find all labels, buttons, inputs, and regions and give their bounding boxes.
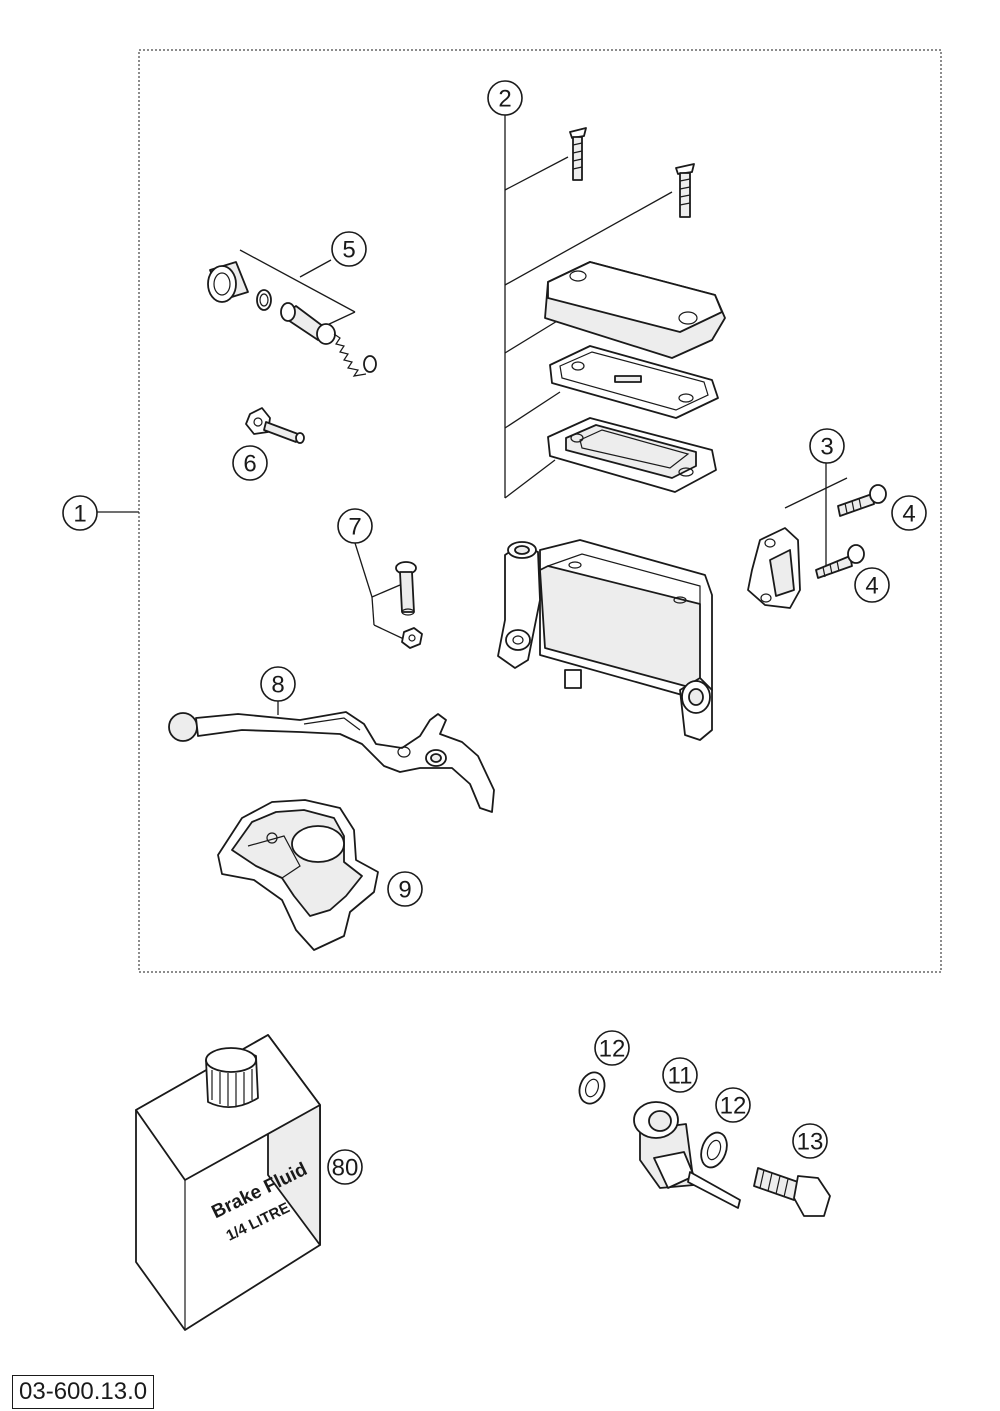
cover-screw-1 bbox=[569, 127, 587, 181]
adjuster-screw bbox=[245, 407, 305, 444]
callout-4-upper: 4 bbox=[891, 495, 927, 531]
assembly-frame bbox=[138, 49, 942, 973]
svg-text:11: 11 bbox=[668, 1063, 693, 1090]
callout-80: 80 bbox=[327, 1149, 363, 1185]
svg-text:4: 4 bbox=[865, 573, 878, 600]
drawing-code: 03-600.13.0 bbox=[12, 1375, 155, 1409]
callout-7: 7 bbox=[337, 508, 373, 544]
handlebar-clamp bbox=[747, 527, 801, 609]
callout-2: 2 bbox=[487, 80, 523, 116]
svg-text:5: 5 bbox=[342, 237, 355, 264]
callout-11: 11 bbox=[662, 1057, 698, 1093]
callout-12-left: 12 bbox=[594, 1030, 630, 1066]
callout-4-lower: 4 bbox=[854, 567, 890, 603]
callout-9: 9 bbox=[387, 871, 423, 907]
svg-text:9: 9 bbox=[398, 877, 411, 904]
svg-text:13: 13 bbox=[797, 1129, 824, 1156]
svg-text:2: 2 bbox=[498, 86, 511, 113]
reservoir-cover bbox=[544, 261, 726, 359]
brake-fluid-bottle: Brake Fluid 1/4 LITRE bbox=[135, 1034, 321, 1331]
master-cylinder-body bbox=[497, 539, 713, 741]
callout-13: 13 bbox=[792, 1123, 828, 1159]
brake-lever bbox=[168, 711, 495, 813]
svg-text:12: 12 bbox=[720, 1093, 747, 1120]
clamp-bolt-upper bbox=[837, 484, 887, 517]
copper-washer-left bbox=[578, 1071, 606, 1105]
pivot-nut bbox=[401, 627, 423, 649]
cover-screw-2 bbox=[675, 163, 695, 218]
rubber-gasket bbox=[547, 417, 717, 493]
svg-text:3: 3 bbox=[820, 434, 833, 461]
svg-text:1: 1 bbox=[73, 501, 86, 528]
svg-text:4: 4 bbox=[902, 501, 915, 528]
copper-washer-right bbox=[700, 1131, 728, 1169]
piston-kit bbox=[207, 261, 377, 377]
lever-boot bbox=[217, 799, 379, 951]
callout-3: 3 bbox=[809, 428, 845, 464]
clamp-bolt-lower bbox=[815, 544, 865, 579]
callout-5: 5 bbox=[331, 231, 367, 267]
svg-text:7: 7 bbox=[348, 514, 361, 541]
svg-text:8: 8 bbox=[271, 672, 284, 699]
callout-6: 6 bbox=[232, 445, 268, 481]
callout-1: 1 bbox=[62, 495, 98, 531]
leader-lines bbox=[97, 115, 848, 715]
pivot-bolt bbox=[395, 561, 417, 616]
banjo-bolt bbox=[753, 1167, 831, 1217]
svg-text:80: 80 bbox=[332, 1155, 359, 1182]
banjo-fitting bbox=[633, 1101, 741, 1209]
svg-text:12: 12 bbox=[599, 1036, 626, 1063]
callout-8: 8 bbox=[260, 666, 296, 702]
callout-12-right: 12 bbox=[715, 1087, 751, 1123]
diaphragm-plate bbox=[549, 345, 719, 419]
svg-text:6: 6 bbox=[243, 451, 256, 478]
